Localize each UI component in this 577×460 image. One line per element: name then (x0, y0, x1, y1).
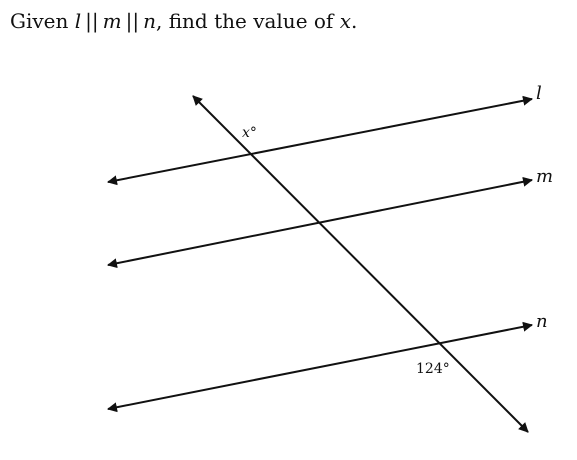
problem-rest-text: , find the value of (155, 9, 334, 33)
problem-statement: Given l||m||n, find the value of x. (10, 8, 357, 34)
variable-x: x (339, 9, 351, 33)
angle-x-label: x° (242, 125, 257, 141)
line-l-symbol: l (74, 9, 82, 33)
line-l-label: l (536, 83, 542, 104)
angle-124-label: 124° (416, 361, 450, 377)
line-l (107, 95, 533, 186)
transversal-line (192, 95, 529, 433)
line-n-label: n (536, 311, 548, 332)
line-m-symbol: m (102, 9, 122, 33)
parallel-symbol-1: || (85, 9, 99, 33)
parallel-symbol-2: || (125, 9, 140, 33)
problem-end-text: . (350, 9, 358, 33)
line-m-label: m (536, 166, 553, 187)
line-n (107, 321, 533, 413)
given-word: Given (10, 9, 69, 33)
line-n-symbol: n (143, 9, 156, 33)
